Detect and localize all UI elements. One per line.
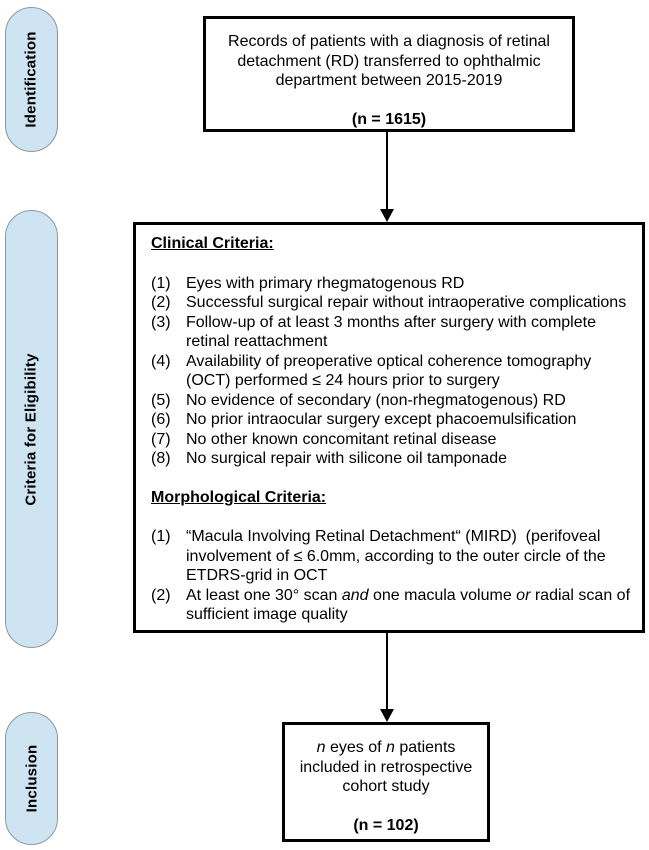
clinical-item: (7) No other known concomitant retinal d… — [151, 430, 634, 450]
item-number: (2) — [151, 586, 171, 604]
stage-pill-identification: Identification — [5, 7, 58, 152]
clinical-item: (5) No evidence of secondary (non-rhegma… — [151, 391, 634, 411]
clinical-item: (3) Follow-up of at least 3 months after… — [151, 313, 634, 352]
stage-label-identification: Identification — [23, 31, 41, 128]
clinical-criteria-heading: Clinical Criteria: — [151, 235, 274, 252]
stage-pill-inclusion: Inclusion — [5, 712, 58, 845]
item-text: No evidence of secondary (non-rhegmatoge… — [186, 391, 566, 409]
inclusion-line-1-text: patients — [394, 739, 456, 756]
inclusion-study-box: n eyes of n patients included in retrosp… — [282, 722, 490, 842]
inclusion-line-1-text: eyes of — [325, 739, 386, 756]
item-text-italic-or: or — [516, 586, 531, 604]
stage-label-eligibility: Criteria for Eligibility — [23, 352, 41, 506]
clinical-item: (6) No prior intraocular surgery except … — [151, 410, 634, 430]
item-text: Eyes with primary rhegmatogenous RD — [186, 274, 465, 292]
italic-n: n — [316, 739, 326, 756]
stage-pill-eligibility: Criteria for Eligibility — [5, 210, 58, 648]
item-number: (1) — [151, 274, 171, 292]
item-number: (1) — [151, 528, 171, 545]
item-number: (7) — [151, 430, 171, 448]
clinical-item: (2) Successful surgical repair without i… — [151, 293, 634, 313]
inclusion-line-1: n eyes of n patients — [285, 738, 487, 758]
item-text: “Macula Involving Retinal Detachment“ (M… — [186, 528, 611, 584]
item-text-segment: At least one 30° scan — [186, 586, 342, 604]
stage-label-inclusion: Inclusion — [23, 744, 41, 813]
arrow-line-bottom — [386, 633, 388, 710]
item-text-italic-and: and — [341, 586, 369, 604]
item-text: No surgical repair with silicone oil tam… — [186, 450, 508, 467]
item-text: Availability of preoperative optical coh… — [186, 352, 592, 390]
clinical-item: (1) Eyes with primary rhegmatogenous RD — [151, 274, 634, 294]
item-number: (8) — [151, 450, 171, 467]
italic-n: n — [386, 739, 395, 756]
records-count: (n = 1615) — [351, 110, 427, 128]
item-text-segment: one macula volume — [368, 586, 517, 604]
clinical-item: (8) No surgical repair with silicone oil… — [151, 449, 634, 469]
item-number: (3) — [151, 313, 171, 331]
item-text: No prior intraocular surgery except phac… — [186, 411, 577, 428]
item-text: No other known concomitant retinal disea… — [186, 430, 497, 448]
item-number: (4) — [151, 352, 171, 370]
inclusion-line-3: cohort study — [342, 778, 430, 795]
records-box: Records of patients with a diagnosis of … — [203, 16, 575, 132]
eligibility-box: Clinical Criteria: (1) Eyes with primary… — [133, 222, 645, 633]
records-line-2: detachment (RD) transferred to ophthalmi… — [237, 52, 541, 70]
morphological-item: (2) At least one 30° scan and one macula… — [151, 586, 634, 625]
item-text: At least one 30° scan and one macula vol… — [186, 586, 634, 625]
item-number: (5) — [151, 391, 171, 409]
arrow-line-top — [386, 132, 388, 210]
records-line-3: department between 2015-2019 — [275, 72, 503, 89]
inclusion-line-2: included in retrospective — [299, 758, 473, 776]
arrow-head-bottom-icon — [380, 709, 394, 722]
item-number: (2) — [151, 294, 171, 311]
item-number: (6) — [151, 411, 171, 428]
item-text-segment: radial scan of sufficient image quality — [186, 586, 631, 624]
morphological-item: (1) “Macula Involving Retinal Detachment… — [151, 527, 634, 586]
item-text: Follow-up of at least 3 months after sur… — [186, 313, 596, 351]
item-text: Successful surgical repair without intra… — [186, 294, 627, 311]
records-line-1: Records of patients with a diagnosis of … — [228, 33, 550, 50]
clinical-item: (4) Availability of preoperative optical… — [151, 352, 634, 391]
inclusion-count: (n = 102) — [353, 816, 419, 834]
arrow-head-top-icon — [380, 209, 394, 222]
morphological-criteria-heading: Morphological Criteria: — [151, 488, 327, 506]
